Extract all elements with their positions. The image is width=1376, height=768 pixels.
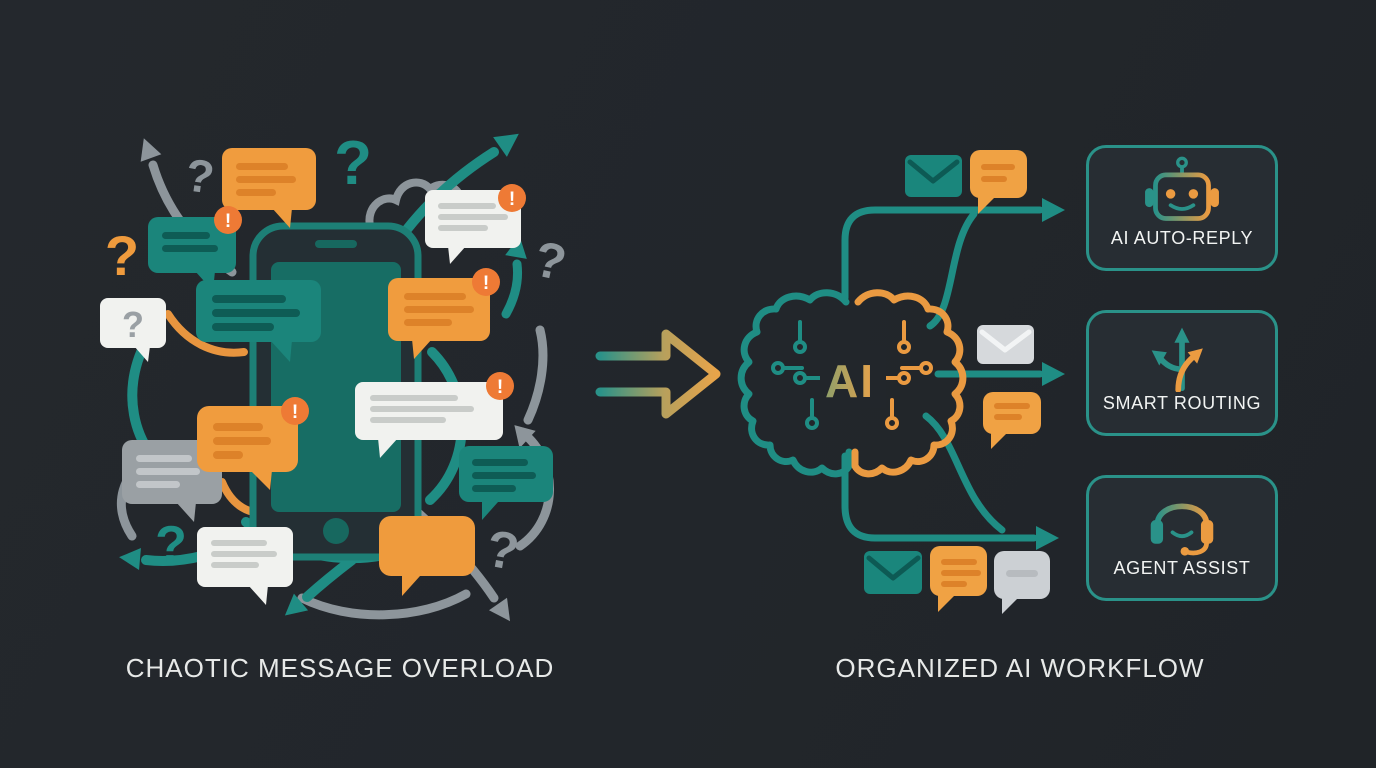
arrowhead-icon — [1036, 526, 1059, 550]
svg-text:!: ! — [483, 273, 489, 294]
ai-brain-icon: AI — [737, 289, 967, 478]
question-mark-icon: ? — [530, 230, 572, 291]
workflow-box-smart-routing: SMART ROUTING — [1086, 310, 1278, 436]
tangled-curve — [297, 589, 471, 620]
arrowhead-icon — [488, 597, 511, 622]
chat-bubble: ? — [100, 298, 166, 362]
question-mark-icon: ? — [122, 304, 144, 345]
message-bubble-icon — [994, 551, 1050, 614]
message-bubble-icon — [970, 150, 1027, 214]
box-label: SMART ROUTING — [1102, 393, 1262, 413]
box-label: AI AUTO-REPLY — [1110, 228, 1254, 248]
transition-arrow-icon — [595, 329, 721, 419]
envelope-icon — [864, 551, 922, 594]
svg-text:!: ! — [497, 377, 503, 398]
question-mark-icon: ? — [105, 224, 139, 287]
flow-line-bottom — [841, 452, 1038, 542]
arrowhead-icon — [1042, 362, 1065, 386]
chat-bubble — [197, 527, 293, 605]
chat-bubble — [222, 148, 316, 228]
question-mark-icon: ? — [334, 129, 372, 198]
chat-bubble — [459, 446, 553, 520]
arrowhead-icon — [493, 133, 519, 157]
chat-bubble — [355, 382, 503, 458]
envelope-icon — [977, 325, 1034, 364]
arrowhead-icon — [284, 593, 309, 616]
arrowhead-icon — [505, 236, 527, 259]
chat-bubble — [425, 190, 521, 264]
flow-line-bottom-branch — [922, 412, 1006, 534]
svg-text:!: ! — [509, 189, 515, 210]
alert-badge-icon: ! — [472, 268, 500, 296]
message-bubble-icon — [930, 546, 987, 612]
phone-speaker — [315, 240, 357, 248]
tangled-arrow — [302, 555, 357, 602]
headset-icon — [1150, 503, 1214, 556]
branching-arrows-icon — [1151, 327, 1203, 392]
chat-bubble — [197, 406, 298, 490]
workflow-box-ai-auto-reply: AI AUTO-REPLY — [1086, 145, 1278, 271]
box-label: AGENT ASSIST — [1113, 558, 1251, 578]
chat-bubble — [388, 278, 490, 359]
chat-bubble — [148, 217, 236, 291]
robot-icon — [1145, 156, 1219, 221]
arrowhead-icon — [119, 548, 141, 570]
question-mark-icon: ? — [182, 148, 217, 203]
envelope-icon — [905, 155, 962, 197]
phone-home-button — [323, 518, 349, 544]
question-mark-icon: ? — [482, 520, 523, 583]
alert-badge-icon: ! — [498, 184, 526, 212]
brain-left-hemisphere — [737, 289, 853, 478]
arrowhead-icon — [1042, 198, 1065, 222]
arrowhead-icon — [140, 138, 162, 162]
flow-line-top — [841, 206, 1044, 302]
flow-line-top-branch — [926, 210, 978, 330]
workflow-box-agent-assist: AGENT ASSIST — [1086, 475, 1278, 601]
alert-badge-icon: ! — [486, 372, 514, 400]
alert-badge-icon: ! — [281, 397, 309, 425]
svg-text:!: ! — [225, 211, 231, 232]
chat-bubble — [379, 516, 475, 596]
question-mark-icon: ? — [155, 516, 187, 574]
ai-brain-label: AI — [825, 355, 875, 407]
chaotic-bubbles-layer: ? ? ? ? ? ? — [100, 129, 571, 605]
brain-label-backdrop — [820, 346, 886, 408]
alert-badge-icon: ! — [214, 206, 242, 234]
message-bubble-icon — [983, 392, 1041, 449]
flow-lines-layer — [841, 198, 1065, 550]
tangled-curve — [164, 310, 248, 357]
chat-bubble — [196, 280, 321, 362]
flow-icons-layer — [864, 150, 1050, 614]
caption-right: ORGANIZED AI WORKFLOW — [835, 653, 1205, 683]
caption-left: CHAOTIC MESSAGE OVERLOAD — [125, 653, 555, 683]
tangled-arrow — [501, 259, 523, 319]
tangled-arrow — [523, 325, 548, 425]
svg-text:!: ! — [292, 402, 298, 423]
